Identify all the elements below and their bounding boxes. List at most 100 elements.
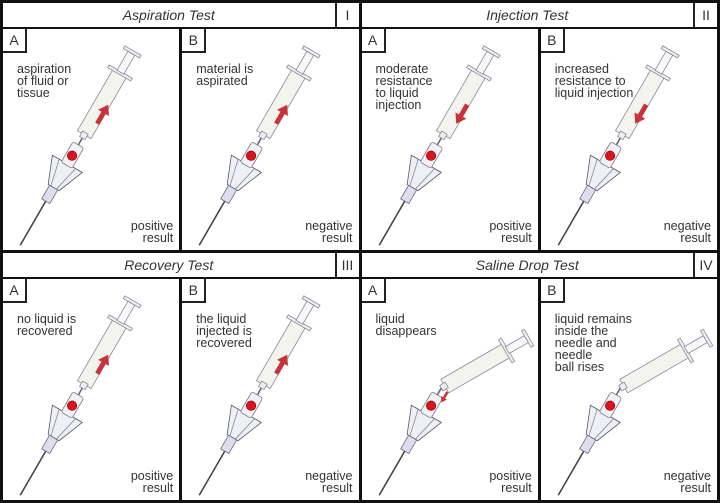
syringe-barrel	[76, 45, 142, 141]
needle	[19, 197, 49, 246]
test-header: Recovery Test III	[3, 253, 359, 277]
syringe-illustration	[198, 45, 321, 246]
test-header: Aspiration Test I	[3, 3, 359, 27]
needle	[198, 197, 228, 246]
panel-result: positive result	[489, 219, 532, 245]
needle-ball	[425, 150, 436, 161]
test-quadrant: Saline Drop Test IV A liquid disappears …	[361, 253, 717, 500]
syringe-barrel	[256, 45, 321, 141]
syringe-barrel	[438, 328, 534, 394]
test-panel: B liquid remains inside the needle and n…	[540, 279, 717, 500]
test-numeral: II	[693, 3, 717, 27]
needle-hub	[198, 137, 263, 246]
needle	[378, 197, 407, 246]
panel-result: negative result	[663, 469, 711, 495]
panel-description: increased resistance to liquid injection	[554, 62, 634, 100]
test-numeral: IV	[693, 253, 717, 277]
test-panel: A no liquid is recovered positive result	[3, 279, 180, 500]
panel-result: positive result	[130, 469, 174, 495]
syringe-barrel	[256, 295, 321, 391]
test-title: Saline Drop Test	[475, 257, 579, 273]
panel-description: aspiration of fluid or tissue	[17, 62, 72, 100]
test-panel: A moderate resistance to liquid injectio…	[361, 29, 538, 250]
panel-description: moderate resistance to liquid injection	[375, 62, 433, 112]
diagram-grid: Aspiration Test I A aspiration of fluid …	[3, 3, 717, 500]
needle	[198, 447, 228, 496]
syringe-illustration	[557, 45, 680, 246]
panel-result: positive result	[489, 469, 532, 495]
needle	[557, 197, 587, 246]
syringe-illustration	[378, 328, 534, 496]
needle-hub	[378, 387, 442, 496]
panel-description: no liquid is recovered	[17, 312, 77, 338]
test-panel: A liquid disappears positive result	[361, 279, 538, 500]
direction-arrow-icon	[454, 103, 469, 124]
test-panels: A liquid disappears positive result B li…	[361, 279, 717, 500]
direction-arrow-icon	[274, 354, 289, 375]
test-header: Saline Drop Test IV	[361, 253, 717, 277]
test-panel: B increased resistance to liquid injecti…	[540, 29, 717, 250]
test-panels: A moderate resistance to liquid injectio…	[361, 29, 717, 250]
needle-ball	[604, 400, 615, 411]
panel-result: negative result	[663, 219, 711, 245]
panel-label: B	[540, 279, 565, 303]
direction-arrow-icon	[440, 391, 449, 403]
panel-label: B	[182, 279, 207, 303]
test-header: Injection Test II	[361, 3, 717, 27]
panel-description: liquid remains inside the needle and nee…	[554, 312, 632, 374]
direction-arrow-icon	[274, 104, 289, 125]
test-panel: B material is aspirated negative result	[182, 29, 359, 250]
needle-ball	[67, 400, 78, 411]
panel-label: B	[182, 29, 207, 53]
panel-label: A	[3, 279, 27, 303]
needle-ball	[246, 400, 257, 411]
test-title: Recovery Test	[124, 257, 214, 273]
panel-description: material is aspirated	[196, 62, 254, 88]
test-panel: B the liquid injected is recovered negat…	[182, 279, 359, 500]
needle-hub	[557, 387, 622, 496]
needle-hub	[19, 137, 84, 246]
syringe-illustration	[19, 295, 142, 496]
syringe-barrel	[435, 45, 501, 141]
panel-description: the liquid injected is recovered	[196, 312, 252, 350]
test-quadrant: Injection Test II A moderate resistance …	[361, 3, 717, 250]
direction-arrow-icon	[95, 104, 109, 125]
panel-result: positive result	[130, 219, 174, 245]
test-panels: A no liquid is recovered positive result…	[3, 279, 359, 500]
needle	[19, 447, 49, 496]
test-title: Injection Test	[486, 7, 569, 23]
syringe-barrel	[76, 295, 142, 391]
direction-arrow-icon	[634, 103, 648, 124]
syringe-barrel	[617, 328, 714, 394]
syringe-illustration	[557, 328, 714, 496]
test-panel: A aspiration of fluid or tissue positive…	[3, 29, 180, 250]
test-quadrant: Aspiration Test I A aspiration of fluid …	[3, 3, 359, 250]
test-quadrant: Recovery Test III A no liquid is recover…	[3, 253, 359, 500]
syringe-illustration	[378, 45, 501, 246]
needle-ball	[67, 150, 78, 161]
direction-arrow-icon	[95, 354, 109, 375]
test-panels: A aspiration of fluid or tissue positive…	[3, 29, 359, 250]
panel-label: A	[361, 29, 386, 53]
syringe-illustration	[198, 295, 321, 496]
test-numeral: III	[334, 253, 359, 277]
panel-label: B	[540, 29, 565, 53]
panel-description: liquid disappears	[375, 312, 437, 338]
needle-hub	[19, 387, 84, 496]
panel-result: negative result	[305, 219, 353, 245]
needle	[378, 447, 407, 496]
needle-ball	[246, 150, 257, 161]
test-title: Aspiration Test	[122, 7, 215, 23]
syringe-barrel	[614, 45, 680, 141]
test-numeral: I	[334, 3, 359, 27]
needle-ball	[604, 150, 615, 161]
syringe-illustration	[19, 45, 142, 246]
panel-result: negative result	[305, 469, 353, 495]
needle-hub	[198, 387, 263, 496]
needle	[557, 447, 587, 496]
panel-label: A	[3, 29, 27, 53]
panel-label: A	[361, 279, 386, 303]
needle-hub	[557, 137, 622, 246]
needle-hub	[378, 137, 442, 246]
needle-ball	[425, 400, 436, 411]
